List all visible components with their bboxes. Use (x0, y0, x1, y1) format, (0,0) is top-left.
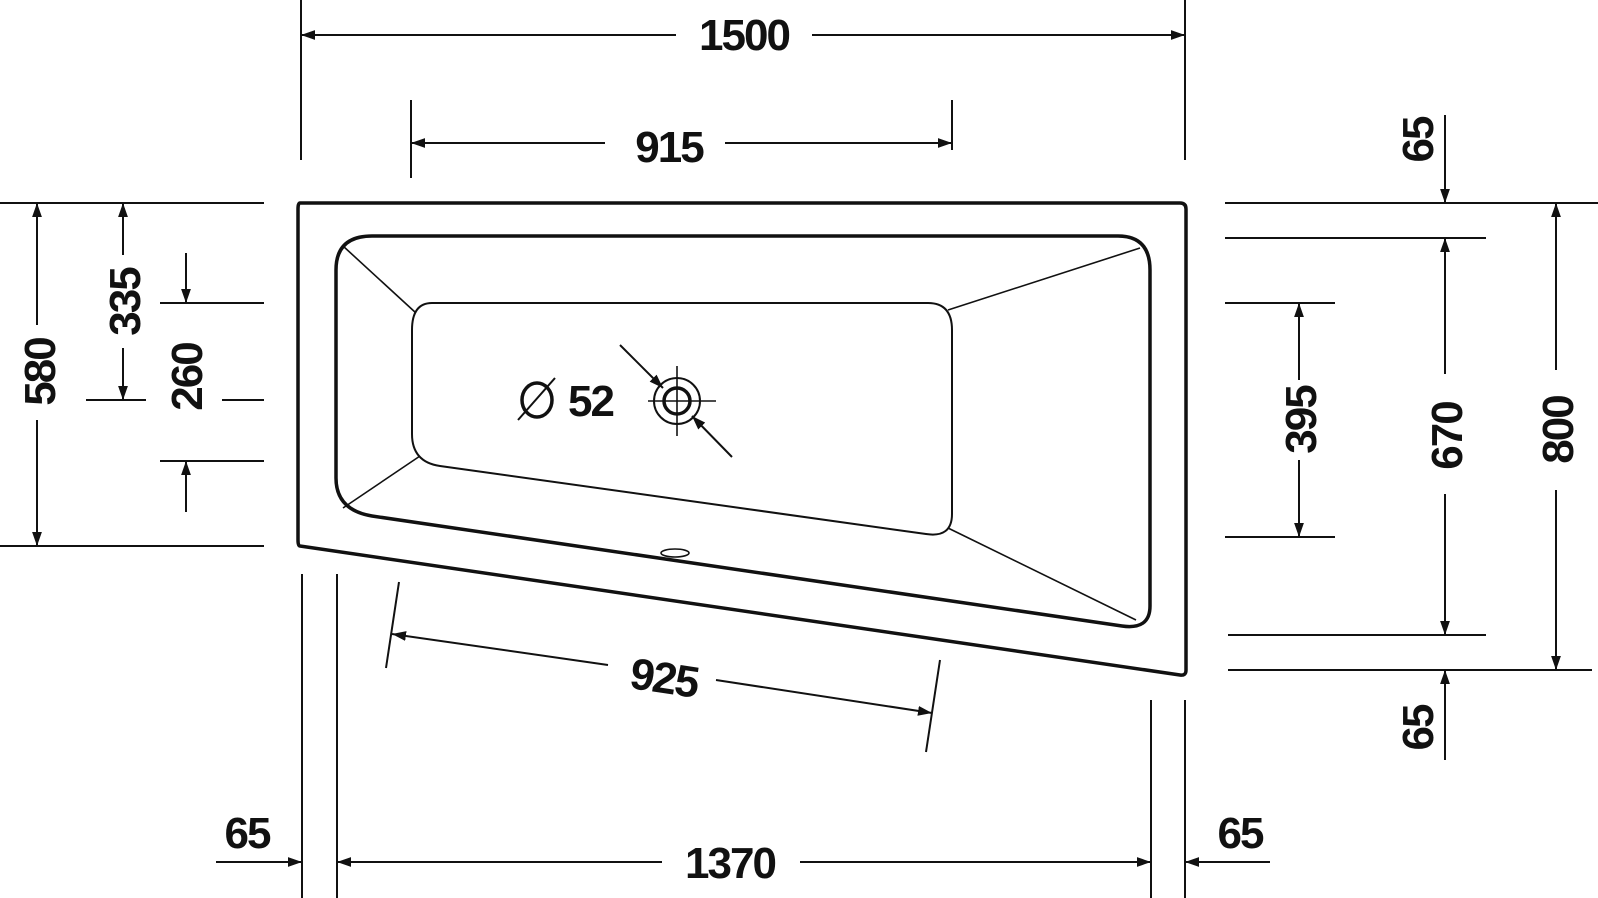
dim-right: 65 395 670 800 65 (1225, 115, 1598, 760)
rim-bottom-label: 65 (1394, 704, 1443, 750)
inner-top-width-label: 915 (635, 123, 704, 172)
dim-bottom-width: 1370 65 65 (216, 574, 1270, 898)
bottom-width-label: 1370 (685, 839, 775, 888)
inner-bottom-width-label: 925 (627, 649, 702, 708)
slope-line (342, 245, 417, 314)
drain-symbol: 52 (517, 344, 733, 458)
drain-offset-label: 335 (101, 267, 150, 336)
inner-height-label: 670 (1423, 402, 1472, 470)
diameter-icon (517, 377, 556, 421)
left-height-label: 580 (16, 338, 65, 406)
dim-left: 580 335 260 (0, 202, 264, 547)
inner-left-height-label: 260 (163, 343, 212, 411)
dim-inner-bottom-width: 925 (385, 581, 941, 753)
tub-outline (296, 201, 1188, 677)
dim-inner-top-width: 915 (410, 100, 953, 178)
tub-outer-rim (296, 201, 1188, 677)
rim-left-label: 65 (225, 809, 271, 858)
tub-inner-rim (334, 234, 1152, 629)
slope-line (342, 455, 421, 509)
drain-diameter-label: 52 (568, 377, 613, 426)
overall-width-label: 1500 (699, 11, 789, 60)
overall-height-label: 800 (1534, 396, 1583, 464)
overflow-icon (660, 548, 690, 558)
dim-overall-width: 1500 (300, 0, 1186, 160)
inner-right-height-label: 395 (1277, 385, 1326, 454)
rim-top-label: 65 (1394, 116, 1443, 162)
slope-line (947, 247, 1141, 311)
tub-basin-floor (411, 302, 953, 536)
rim-right-label: 65 (1218, 809, 1264, 858)
slope-line (947, 527, 1137, 621)
